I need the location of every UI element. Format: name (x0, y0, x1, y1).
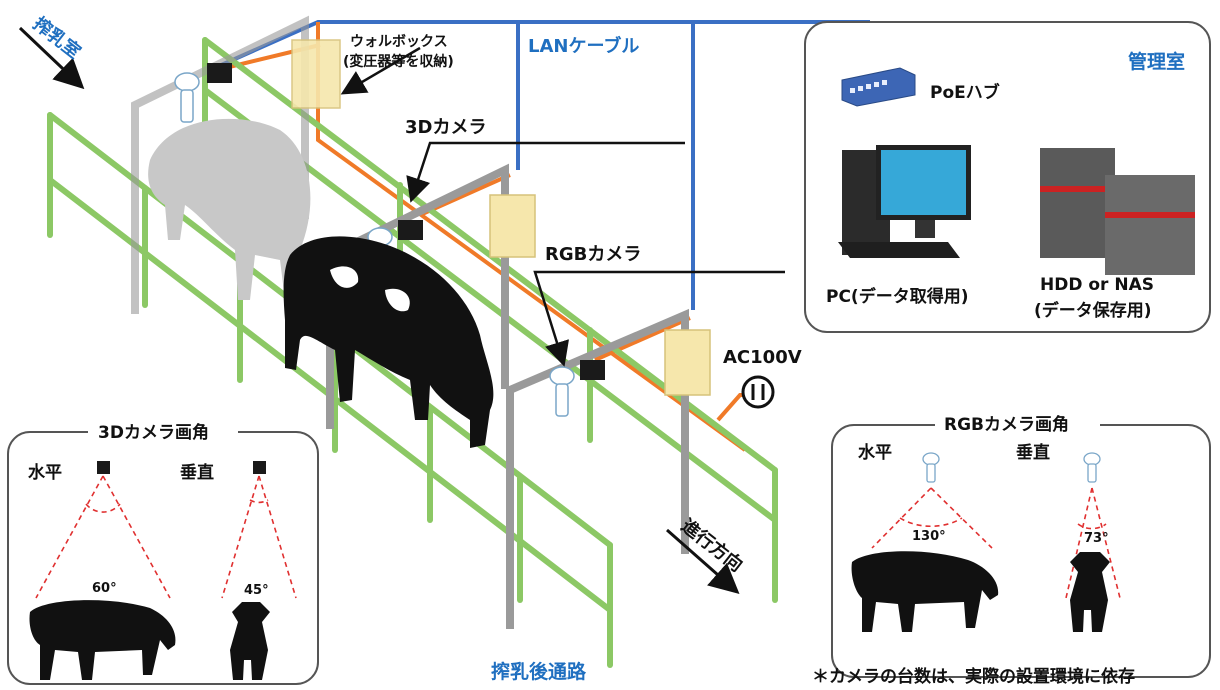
power-outlet-icon (741, 375, 775, 409)
cow-side-small (851, 551, 999, 632)
fov-3d-vertical-angle: 45° (244, 583, 269, 598)
footnote: ＊カメラの台数は、実際の設置環境に依存 (812, 666, 1135, 687)
storage-label: HDD or NAS (1040, 275, 1154, 295)
storage-sublabel: (データ保存用) (1034, 300, 1152, 321)
post-milking-passage-label: 搾乳後通路 (491, 660, 587, 683)
fov-3d-vertical-label: 垂直 (180, 462, 214, 483)
lan-cable-label: LANケーブル (528, 35, 639, 57)
poe-hub-label: PoEハブ (930, 82, 1000, 103)
wall-boxes (291, 39, 711, 396)
fov-rgb-vertical-angle: 73° (1084, 531, 1109, 546)
ac100v-label: AC100V (723, 347, 802, 368)
fov-3d-horizontal-label: 水平 (28, 462, 62, 483)
cow-image (283, 236, 494, 448)
cow-side-small (29, 600, 176, 680)
management-room-title: 管理室 (1128, 50, 1185, 73)
pc-icon (838, 145, 971, 258)
fov-3d-horizontal-angle: 60° (92, 581, 117, 596)
camera-3d-icon (97, 461, 110, 474)
camera-3d-icon (580, 360, 605, 380)
fov-rgb-title: RGBカメラ画角 (944, 414, 1069, 435)
wall-box-label: ウォルボックス (350, 34, 448, 50)
fov-rgb-cones (871, 487, 1121, 599)
camera-3d-icon (207, 63, 232, 83)
camera-3d-label: 3Dカメラ (405, 117, 486, 138)
cow-front-small (230, 602, 270, 680)
camera-3d-icon (253, 461, 266, 474)
fov-rgb-vertical-label: 垂直 (1016, 442, 1050, 463)
fov-rgb-horizontal-angle: 130° (912, 529, 946, 544)
fov-3d-title: 3Dカメラ画角 (98, 422, 209, 443)
camera-3d-icon (398, 220, 423, 240)
fov-rgb-horizontal-label: 水平 (858, 442, 892, 463)
wall-box-sublabel: (変圧器等を収納) (343, 53, 454, 70)
milking-room-label: 搾乳室 (29, 13, 85, 64)
fov-3d-cones (35, 475, 297, 599)
pc-label: PC(データ取得用) (826, 286, 968, 307)
camera-rgb-icon (922, 452, 1101, 483)
storage-server-icon (1040, 148, 1195, 275)
cow-front-small (1070, 552, 1110, 632)
cow-image-faded (148, 118, 311, 300)
poe-hub-icon (841, 67, 916, 107)
camera-rgb-label: RGBカメラ (545, 244, 641, 265)
callout-lines (18, 26, 785, 594)
